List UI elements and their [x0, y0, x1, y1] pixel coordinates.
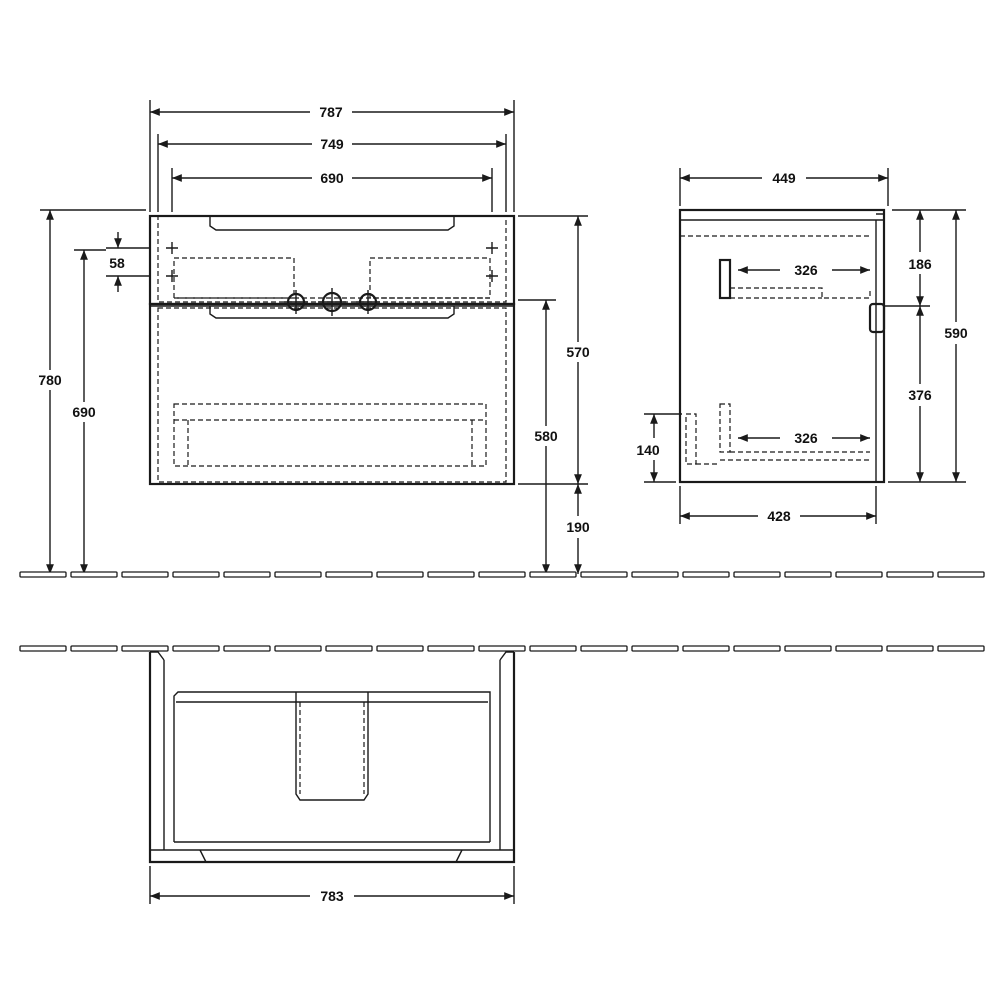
floor-line	[19, 571, 985, 578]
floor-segment	[121, 571, 169, 578]
dim-140: 140	[636, 442, 660, 458]
tap-holes	[284, 288, 380, 316]
wall-segment	[121, 645, 169, 652]
wall-segment	[529, 645, 577, 652]
wall-segment	[274, 645, 322, 652]
side-dimensions: 449 326 326 186 376 590 140 428	[636, 168, 968, 524]
dim-326-bottom: 326	[794, 430, 818, 446]
wall-segment	[631, 645, 679, 652]
dim-787: 787	[319, 104, 343, 120]
side-view	[678, 208, 886, 484]
floor-segment	[478, 571, 526, 578]
wall-segment	[478, 645, 526, 652]
dim-376: 376	[908, 387, 932, 403]
front-dimensions: 787 749 690 58 780 690 570	[38, 100, 590, 574]
wall-segment	[172, 645, 220, 652]
plan-outline	[148, 652, 516, 864]
floor-segment	[631, 571, 679, 578]
plan-view	[148, 651, 516, 864]
wall-segment	[580, 645, 628, 652]
front-bottom-handle	[209, 306, 455, 319]
wall-segment	[937, 645, 985, 652]
dim-749: 749	[320, 136, 344, 152]
dim-58: 58	[109, 255, 125, 271]
floor-segment	[274, 571, 322, 578]
floor-segment	[682, 571, 730, 578]
dim-590: 590	[944, 325, 968, 341]
front-bottom-drawer-outline	[148, 302, 516, 486]
wall-segment	[19, 645, 67, 652]
wall-line	[19, 645, 985, 652]
dim-326-top: 326	[794, 262, 818, 278]
floor-segment	[733, 571, 781, 578]
floor-segment	[937, 571, 985, 578]
floor-segment	[19, 571, 67, 578]
side-outline	[678, 208, 886, 484]
mounting-points	[166, 242, 498, 282]
wall-segment	[376, 645, 424, 652]
front-view	[148, 214, 516, 486]
wall-segment	[784, 645, 832, 652]
dim-449: 449	[772, 170, 796, 186]
wall-segment	[682, 645, 730, 652]
floor-segment	[172, 571, 220, 578]
floor-segment	[70, 571, 118, 578]
wall-segment	[886, 645, 934, 652]
floor-segment	[835, 571, 883, 578]
front-top-handle	[209, 216, 455, 231]
floor-segment	[529, 571, 577, 578]
dim-186: 186	[908, 256, 932, 272]
wall-segment	[223, 645, 271, 652]
dim-690-width: 690	[320, 170, 344, 186]
dim-190: 190	[566, 519, 590, 535]
dim-580: 580	[534, 428, 558, 444]
wall-segment	[427, 645, 475, 652]
wall-segment	[733, 645, 781, 652]
floor-segment	[886, 571, 934, 578]
floor-segment	[427, 571, 475, 578]
floor-segment	[784, 571, 832, 578]
plan-dimensions: 783	[149, 866, 515, 904]
floor-segment	[223, 571, 271, 578]
wall-segment	[835, 645, 883, 652]
wall-segment	[70, 645, 118, 652]
dim-428: 428	[767, 508, 791, 524]
dim-570: 570	[566, 344, 590, 360]
wall-segment	[325, 645, 373, 652]
dim-780: 780	[38, 372, 62, 388]
floor-segment	[376, 571, 424, 578]
floor-segment	[580, 571, 628, 578]
dim-690-height: 690	[72, 404, 96, 420]
dim-783: 783	[320, 888, 344, 904]
floor-segment	[325, 571, 373, 578]
